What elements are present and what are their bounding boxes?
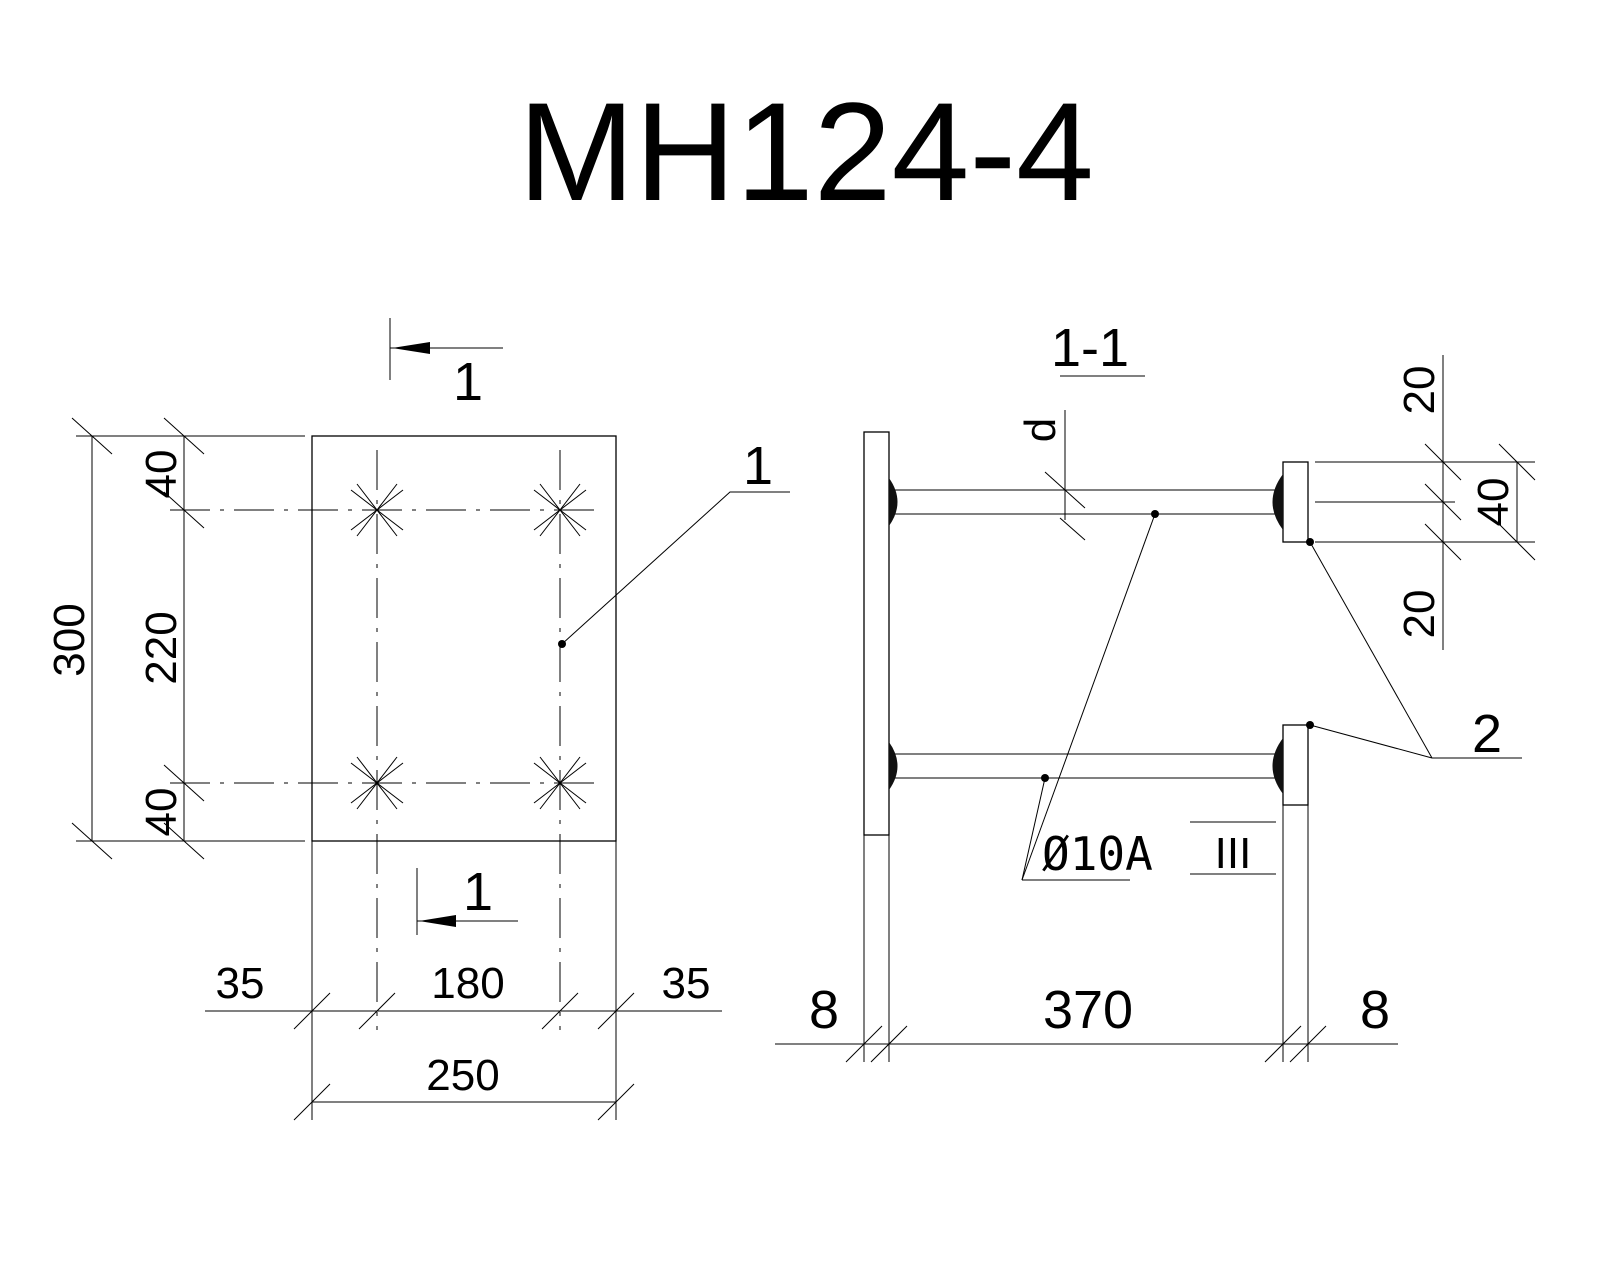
- weld: [889, 742, 898, 790]
- dim-tick: [1424, 443, 1462, 481]
- section-arrow-head-bottom: [419, 915, 456, 927]
- dim-tick: [1498, 523, 1536, 561]
- dim-tick: [293, 992, 331, 1030]
- dim-inner-width: 180: [431, 959, 504, 1008]
- dim-right-edge: 35: [662, 959, 711, 1008]
- stud-marker: [533, 756, 587, 810]
- rebar-spec: Ø10A: [1042, 827, 1153, 881]
- plate-leader: [1309, 541, 1433, 759]
- dim-top-edge: 40: [137, 450, 186, 499]
- dim-left-edge: 35: [216, 959, 265, 1008]
- dim-tick: [845, 1025, 883, 1063]
- dim-tick: [1264, 1025, 1302, 1063]
- dim-tick: [541, 992, 579, 1030]
- dim-tick: [1059, 517, 1086, 541]
- dim-plate-height: 40: [1469, 478, 1518, 527]
- section-arrow-head-top: [392, 342, 430, 354]
- weld: [1272, 738, 1283, 794]
- dim-tick: [870, 1025, 908, 1063]
- right-plate-top: [1282, 461, 1309, 543]
- dim-right-plate: 8: [1360, 980, 1390, 1040]
- rebar-leader: [1021, 777, 1046, 881]
- dim-inner-height: 220: [137, 611, 186, 684]
- weld: [1272, 474, 1283, 530]
- stud-marker: [350, 756, 404, 810]
- dim-tick: [1424, 483, 1462, 521]
- dim-tick: [163, 491, 205, 529]
- dim-tick: [293, 1083, 331, 1121]
- dim-overall-height: 300: [45, 603, 94, 676]
- dim-tick: [1424, 523, 1462, 561]
- dim-left-plate: 8: [809, 980, 839, 1040]
- dim-tick: [1044, 471, 1086, 509]
- dim-tick: [71, 417, 113, 455]
- plate-leader: [1309, 724, 1433, 759]
- dim-tick: [1289, 1025, 1327, 1063]
- dim-tick: [597, 992, 635, 1030]
- dim-tick: [163, 822, 205, 860]
- right-plate-bottom: [1282, 724, 1309, 806]
- stud-marker: [350, 483, 404, 537]
- weld: [889, 478, 898, 526]
- rebar-leader: [1021, 513, 1156, 881]
- d-label: d: [1016, 418, 1065, 442]
- dim-bottom-edge: 40: [137, 788, 186, 837]
- drawing-title: MH124-4: [518, 73, 1094, 230]
- dim-tick: [163, 764, 205, 802]
- rebar-class: III: [1215, 829, 1252, 878]
- plan-view: 1 1 1 300 220 40 40 3: [45, 318, 790, 1121]
- dim-tick: [1498, 443, 1536, 481]
- callout-leader: [561, 491, 790, 645]
- dim-top-gap: 20: [1395, 366, 1444, 415]
- section-mark-bottom: 1: [463, 862, 493, 922]
- dim-section-length: 370: [1043, 980, 1133, 1040]
- plate-outline: [311, 435, 617, 842]
- section-view: 1-1 d Ø10A III: [775, 318, 1536, 1063]
- dim-tick: [358, 992, 396, 1030]
- callout-label: 1: [743, 436, 773, 496]
- section-mark-top: 1: [453, 352, 483, 412]
- dim-bottom-gap: 20: [1395, 590, 1444, 639]
- dim-tick: [71, 822, 113, 860]
- left-plate: [863, 431, 890, 836]
- dim-tick: [597, 1083, 635, 1121]
- dim-tick: [163, 417, 205, 455]
- stud-marker: [533, 483, 587, 537]
- plate-callout-label: 2: [1472, 704, 1502, 764]
- dim-overall-width: 250: [426, 1051, 499, 1100]
- section-label: 1-1: [1051, 318, 1129, 378]
